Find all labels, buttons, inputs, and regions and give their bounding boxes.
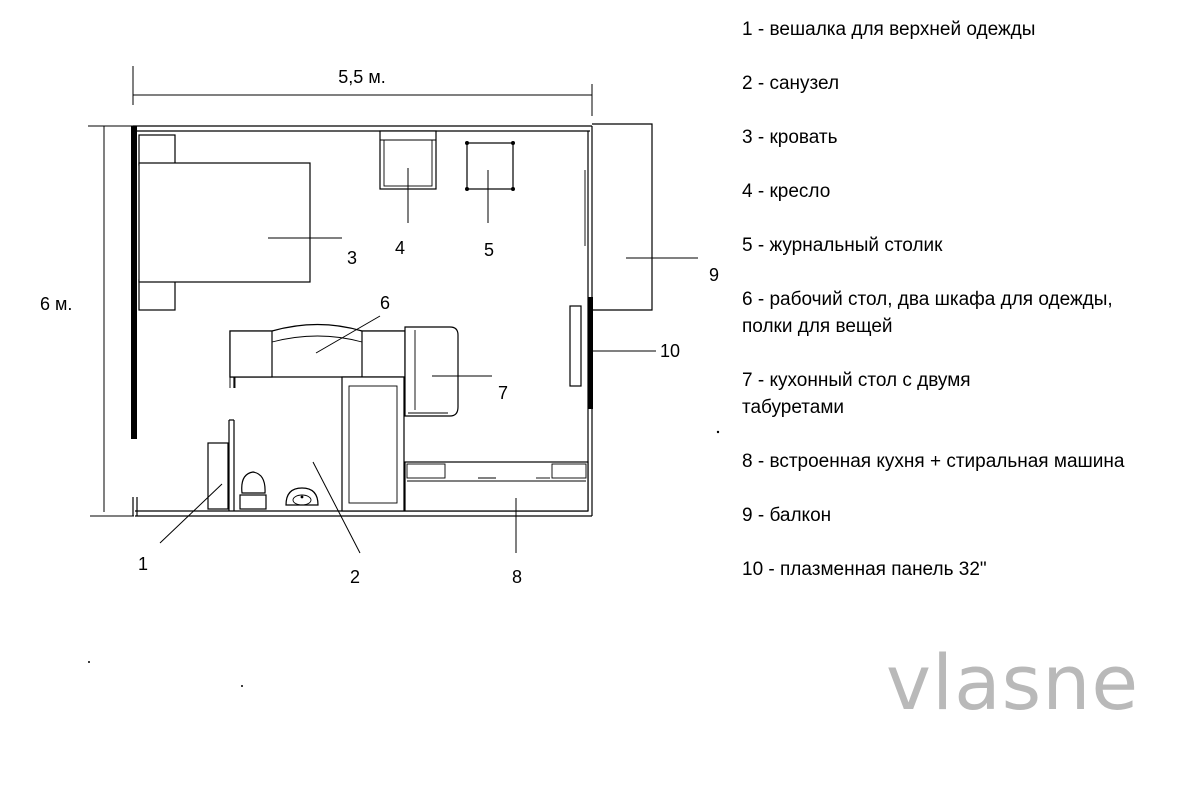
marker-1: 1 xyxy=(138,554,148,574)
marker-9: 9 xyxy=(709,265,719,285)
marker-2: 2 xyxy=(350,567,360,587)
height-label: 6 м. xyxy=(40,294,72,314)
legend-item-4: 4 - кресло xyxy=(742,181,831,202)
legend-item-5: 5 - журнальный столик xyxy=(742,235,943,256)
left-wall xyxy=(131,126,138,516)
marker-5: 5 xyxy=(484,240,494,260)
legend-item-1: 1 - вешалка для верхней одежды xyxy=(742,19,1036,40)
built-in-kitchen xyxy=(404,461,589,512)
width-dimension: 5,5 м. xyxy=(132,66,593,116)
legend-item-6: 6 - рабочий стол, два шкафа для одежды, … xyxy=(742,289,1113,337)
stray-dots xyxy=(88,430,720,687)
legend: 1 - вешалка для верхней одежды 2 - сануз… xyxy=(742,16,1182,583)
number-markers: 1 2 3 4 5 6 7 8 9 10 xyxy=(138,238,719,587)
marker-4: 4 xyxy=(395,238,405,258)
legend-item-2: 2 - санузел xyxy=(742,73,840,94)
marker-8: 8 xyxy=(512,567,522,587)
width-label: 5,5 м. xyxy=(338,67,385,87)
legend-item-7: 7 - кухонный стол с двумя табуретами xyxy=(742,370,971,418)
height-dimension: 6 м. xyxy=(40,125,134,517)
legend-item-8: 8 - встроенная кухня + стиральная машина xyxy=(742,451,1125,472)
leader-lines xyxy=(159,168,698,554)
bed xyxy=(138,134,311,311)
legend-item-10: 10 - плазменная панель 32" xyxy=(742,559,987,580)
coat-hanger xyxy=(207,442,229,510)
desk-and-wardrobes xyxy=(229,323,406,388)
legend-item-3: 3 - кровать xyxy=(742,127,838,148)
coffee-table xyxy=(465,141,515,191)
marker-6: 6 xyxy=(380,293,390,313)
balcony xyxy=(584,123,653,311)
plasma-panel xyxy=(569,297,593,409)
legend-item-9: 9 - балкон xyxy=(742,505,832,526)
marker-3: 3 xyxy=(347,248,357,268)
marker-7: 7 xyxy=(498,383,508,403)
bathroom xyxy=(228,376,405,512)
kitchen-table xyxy=(404,326,459,417)
marker-10: 10 xyxy=(660,341,680,361)
watermark: vlasne xyxy=(886,638,1140,727)
